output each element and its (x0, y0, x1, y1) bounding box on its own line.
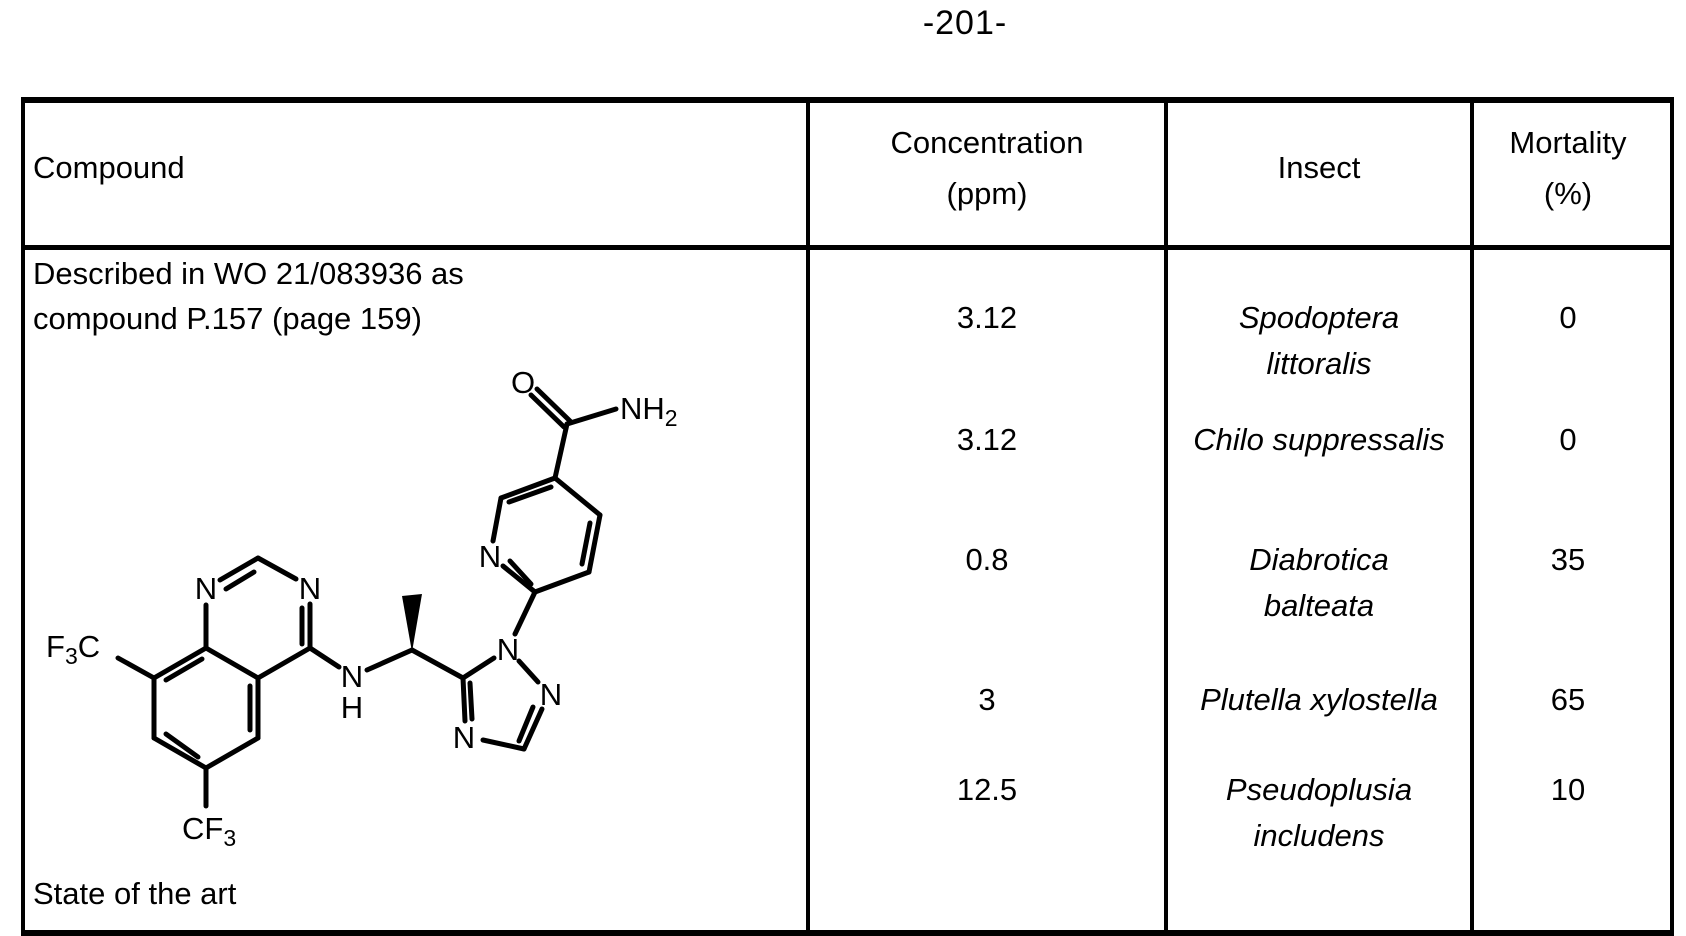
row4-mortality: 65 (1550, 682, 1586, 717)
row3-insect: Diabrotica balteata (1168, 537, 1470, 629)
amine-h-label: H (341, 690, 363, 725)
carbonyl-o-label: O (511, 365, 535, 400)
row3-insect-line2: balteata (1263, 588, 1375, 623)
header-concentration-line1: Concentration (890, 125, 1084, 160)
cf3-bottom-subscript: 3 (223, 825, 236, 851)
quinazoline-n3-label: N (299, 571, 321, 606)
column-divider-1 (806, 103, 810, 930)
compound-description: Described in WO 21/083936 as compound P.… (33, 251, 778, 341)
header-insect: Insect (1277, 150, 1361, 185)
header-row-divider (25, 245, 1670, 250)
results-table: Compound Concentration (ppm) Insect Mort… (21, 97, 1674, 936)
header-concentration-line2: (ppm) (946, 176, 1028, 211)
header-concentration: Concentration (ppm) (810, 117, 1164, 219)
header-compound: Compound (33, 150, 185, 185)
row4-insect-line1: Plutella xylostella (1200, 682, 1438, 717)
chemical-structure: N N N H N N N N O NH2 F3C CF3 (46, 365, 678, 851)
row1-insect: Spodoptera littoralis (1168, 295, 1470, 387)
cf3-bottom-label: CF3 (182, 811, 236, 851)
header-mortality-line2: (%) (1543, 176, 1593, 211)
row4-insect: Plutella xylostella (1168, 677, 1470, 723)
row2-mortality: 0 (1559, 422, 1577, 457)
row2-concentration: 3.12 (956, 422, 1018, 457)
row3-mortality: 35 (1550, 542, 1586, 577)
row3-concentration: 0.8 (965, 542, 1009, 577)
stereo-wedge-bond (402, 594, 422, 652)
cf3-top-f: F (46, 629, 65, 664)
row5-concentration: 12.5 (956, 772, 1018, 807)
column-divider-2 (1164, 103, 1168, 930)
cf3-top-label: F3C (46, 629, 100, 669)
column-divider-3 (1470, 103, 1474, 930)
triazole-n2-label: N (540, 677, 562, 712)
row3-insect-line1: Diabrotica (1249, 542, 1389, 577)
row1-concentration: 3.12 (956, 300, 1018, 335)
cf3-bottom-cf: CF (182, 811, 223, 846)
triazole-n4-label: N (453, 720, 475, 755)
row5-insect: Pseudoplusia includens (1168, 767, 1470, 859)
page-number: -201- (922, 4, 1008, 42)
amine-n-label: N (341, 659, 363, 694)
triazole-n1-label: N (497, 632, 519, 667)
quinazoline-n1-label: N (195, 571, 217, 606)
row1-mortality: 0 (1559, 300, 1577, 335)
amide-nh2-label: NH2 (620, 391, 678, 431)
row1-insect-line2: littoralis (1266, 346, 1372, 381)
row2-insect: Chilo suppressalis (1168, 417, 1470, 463)
compound-description-line1: Described in WO 21/083936 as (33, 256, 464, 291)
header-mortality-line1: Mortality (1509, 125, 1627, 160)
header-mortality: Mortality (%) (1474, 117, 1662, 219)
row4-concentration: 3 (978, 682, 996, 717)
amide-nh2-main: NH (620, 391, 665, 426)
pyridine-n-label: N (479, 539, 501, 574)
amide-nh2-subscript: 2 (665, 405, 678, 431)
row5-mortality: 10 (1550, 772, 1586, 807)
row2-insect-line1: Chilo suppressalis (1193, 422, 1445, 457)
compound-footer: State of the art (33, 876, 237, 911)
cf3-top-c: C (78, 629, 100, 664)
row5-insect-line2: includens (1253, 818, 1385, 853)
row5-insect-line1: Pseudoplusia (1225, 772, 1413, 807)
cf3-top-subscript: 3 (65, 643, 78, 669)
row1-insect-line1: Spodoptera (1238, 300, 1400, 335)
compound-description-line2: compound P.157 (page 159) (33, 301, 422, 336)
